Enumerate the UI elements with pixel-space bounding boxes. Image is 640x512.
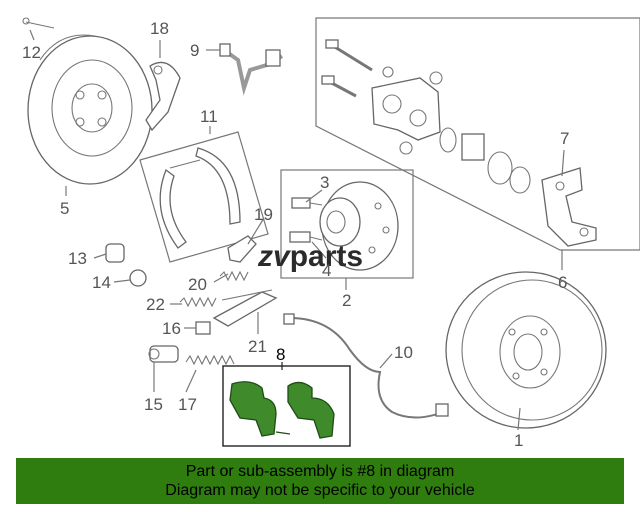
parts-diagram: zvparts 12 18 9 11 5 7 6 3 4 2 13 14 19 … <box>22 17 640 450</box>
callout-13: 13 <box>68 249 87 268</box>
spring-part-22 <box>179 296 217 308</box>
callout-7: 7 <box>560 129 569 148</box>
brake-pads-highlight <box>229 381 335 439</box>
callout-12: 12 <box>22 43 41 62</box>
brake-rotor-part <box>445 271 607 429</box>
callout-6: 6 <box>558 273 567 292</box>
brake-pad-box <box>222 365 351 447</box>
brake-hose-part <box>219 43 284 96</box>
callout-19: 19 <box>254 205 273 224</box>
caliper-body-part <box>371 77 441 141</box>
callout-3: 3 <box>320 173 329 192</box>
callout-8: 8 <box>276 345 285 364</box>
lever-part-19 <box>227 235 257 263</box>
sensor-connector <box>283 313 295 325</box>
backing-plate-part <box>27 34 153 185</box>
wheel-hub-part <box>319 181 399 271</box>
callout-14: 14 <box>92 273 111 292</box>
leader-lines <box>29 29 565 431</box>
callout-10: 10 <box>394 343 413 362</box>
callout-18: 18 <box>150 19 169 38</box>
callout-17: 17 <box>178 395 197 414</box>
plug-part-13 <box>105 243 125 263</box>
bolt-part-12 <box>22 17 55 29</box>
abs-sensor-wire <box>289 317 449 419</box>
caliper-bracket-part <box>541 167 597 247</box>
callout-9: 9 <box>190 41 199 60</box>
callout-20: 20 <box>188 275 207 294</box>
callout-2: 2 <box>342 291 351 310</box>
callout-5: 5 <box>60 199 69 218</box>
banner-line-2: Diagram may not be specific to your vehi… <box>165 482 475 499</box>
callout-15: 15 <box>144 395 163 414</box>
hub-group-box <box>280 169 414 279</box>
hub-bolt-part-3 <box>291 197 323 209</box>
callout-11: 11 <box>200 107 218 126</box>
callout-1: 1 <box>514 431 523 450</box>
callout-21: 21 <box>248 337 267 356</box>
caliper-bolts <box>321 39 443 155</box>
spring-part-20 <box>219 270 249 282</box>
spring-part-17 <box>185 354 235 366</box>
callout-16: 16 <box>162 319 181 338</box>
caliper-group-outline <box>315 17 640 251</box>
callout-22: 22 <box>146 295 165 314</box>
shoe-group-outline <box>139 131 269 263</box>
banner-line-1: Part or sub-assembly is #8 in diagram <box>185 463 455 480</box>
wheel-cylinder-part <box>148 345 179 363</box>
piston-seal-parts <box>439 127 531 194</box>
callout-4: 4 <box>322 261 331 280</box>
hub-bolt-part-4 <box>289 231 323 243</box>
cap-part-14 <box>129 269 147 287</box>
info-banner: Part or sub-assembly is #8 in diagram Di… <box>16 458 624 504</box>
sensor-head <box>435 403 449 417</box>
strut-part-21 <box>212 289 278 327</box>
adjuster-part-18 <box>145 61 181 132</box>
watermark-logo: zvparts <box>257 240 363 273</box>
brake-shoes-part <box>159 147 241 249</box>
adjuster-part-16 <box>195 321 211 335</box>
